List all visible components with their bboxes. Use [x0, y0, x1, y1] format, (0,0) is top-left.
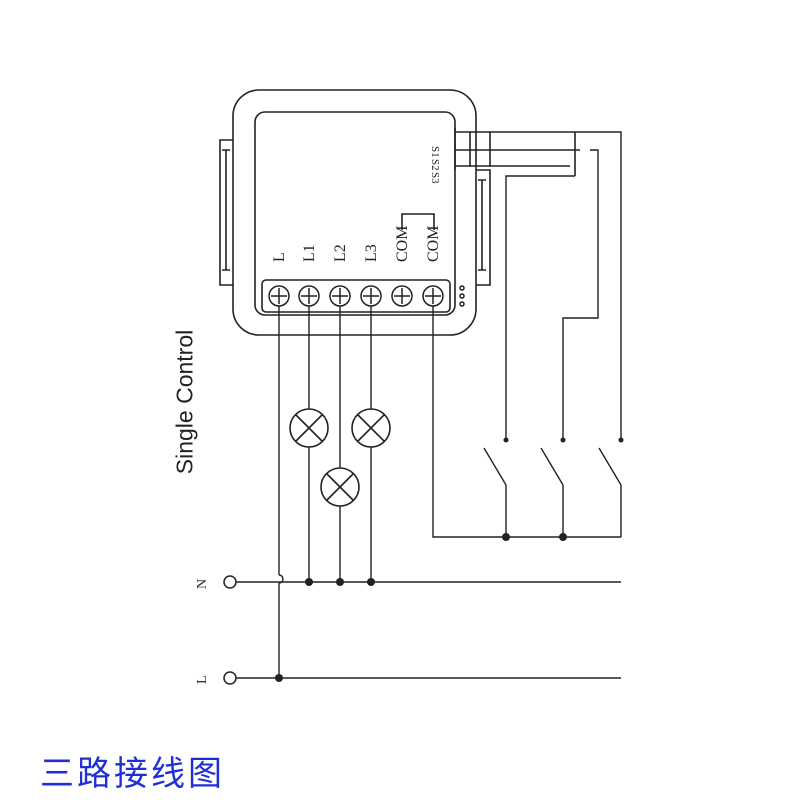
com-bracket — [401, 213, 435, 230]
terminal-strip — [261, 279, 451, 313]
wire-s1 — [505, 175, 575, 440]
switch-contact-dot — [618, 437, 624, 443]
screw-com-2 — [422, 285, 444, 307]
junction-dot — [559, 533, 567, 541]
junction-dot — [336, 578, 344, 586]
switch-input-label-s1: S1 — [429, 146, 441, 158]
wire-live-to-l — [278, 306, 284, 678]
switch-1 — [483, 447, 507, 486]
screw-com-1 — [391, 285, 413, 307]
screw-l1 — [298, 285, 320, 307]
module-right-clip — [476, 169, 491, 286]
module-inner-panel — [254, 111, 456, 316]
wire-s2 — [562, 149, 599, 440]
module-left-clip — [219, 139, 233, 286]
junction-dot — [367, 578, 375, 586]
screw-l2 — [329, 285, 351, 307]
terminal-label-com-1: COM — [394, 226, 411, 262]
junction-dot — [275, 674, 283, 682]
module-outer-casing — [232, 89, 477, 336]
screw-l — [268, 285, 290, 307]
switch-input-label-s2: S2 — [429, 159, 441, 171]
junction-dot — [305, 578, 313, 586]
switch-cable-bundle — [454, 128, 580, 176]
switch-contact-dot — [560, 437, 566, 443]
screw-l3 — [360, 285, 382, 307]
lamp-l1 — [289, 408, 329, 448]
junction-dot — [502, 533, 510, 541]
wire-s3 — [575, 131, 622, 440]
terminal-screws — [268, 285, 465, 307]
switch-3 — [598, 447, 622, 486]
terminal-label-com-2: COM — [425, 226, 442, 262]
caption: 三路接线图 — [40, 754, 225, 794]
terminal-label-l1: L1 — [301, 244, 318, 262]
terminal-label-l2: L2 — [332, 244, 349, 262]
neutral-terminal — [223, 575, 237, 589]
lamp-l3 — [351, 408, 391, 448]
switch-2 — [540, 447, 564, 486]
terminal-label-l: L — [271, 252, 288, 262]
switch-input-label-s3: S3 — [429, 172, 441, 184]
live-label: L — [195, 675, 210, 684]
lamp-l2 — [320, 467, 360, 507]
neutral-label: N — [195, 579, 210, 589]
terminal-label-l3: L3 — [363, 244, 380, 262]
diagram-title: Single Control — [171, 329, 198, 475]
wire-com — [432, 306, 622, 538]
switch-contact-dot — [503, 437, 509, 443]
live-terminal — [223, 671, 237, 685]
